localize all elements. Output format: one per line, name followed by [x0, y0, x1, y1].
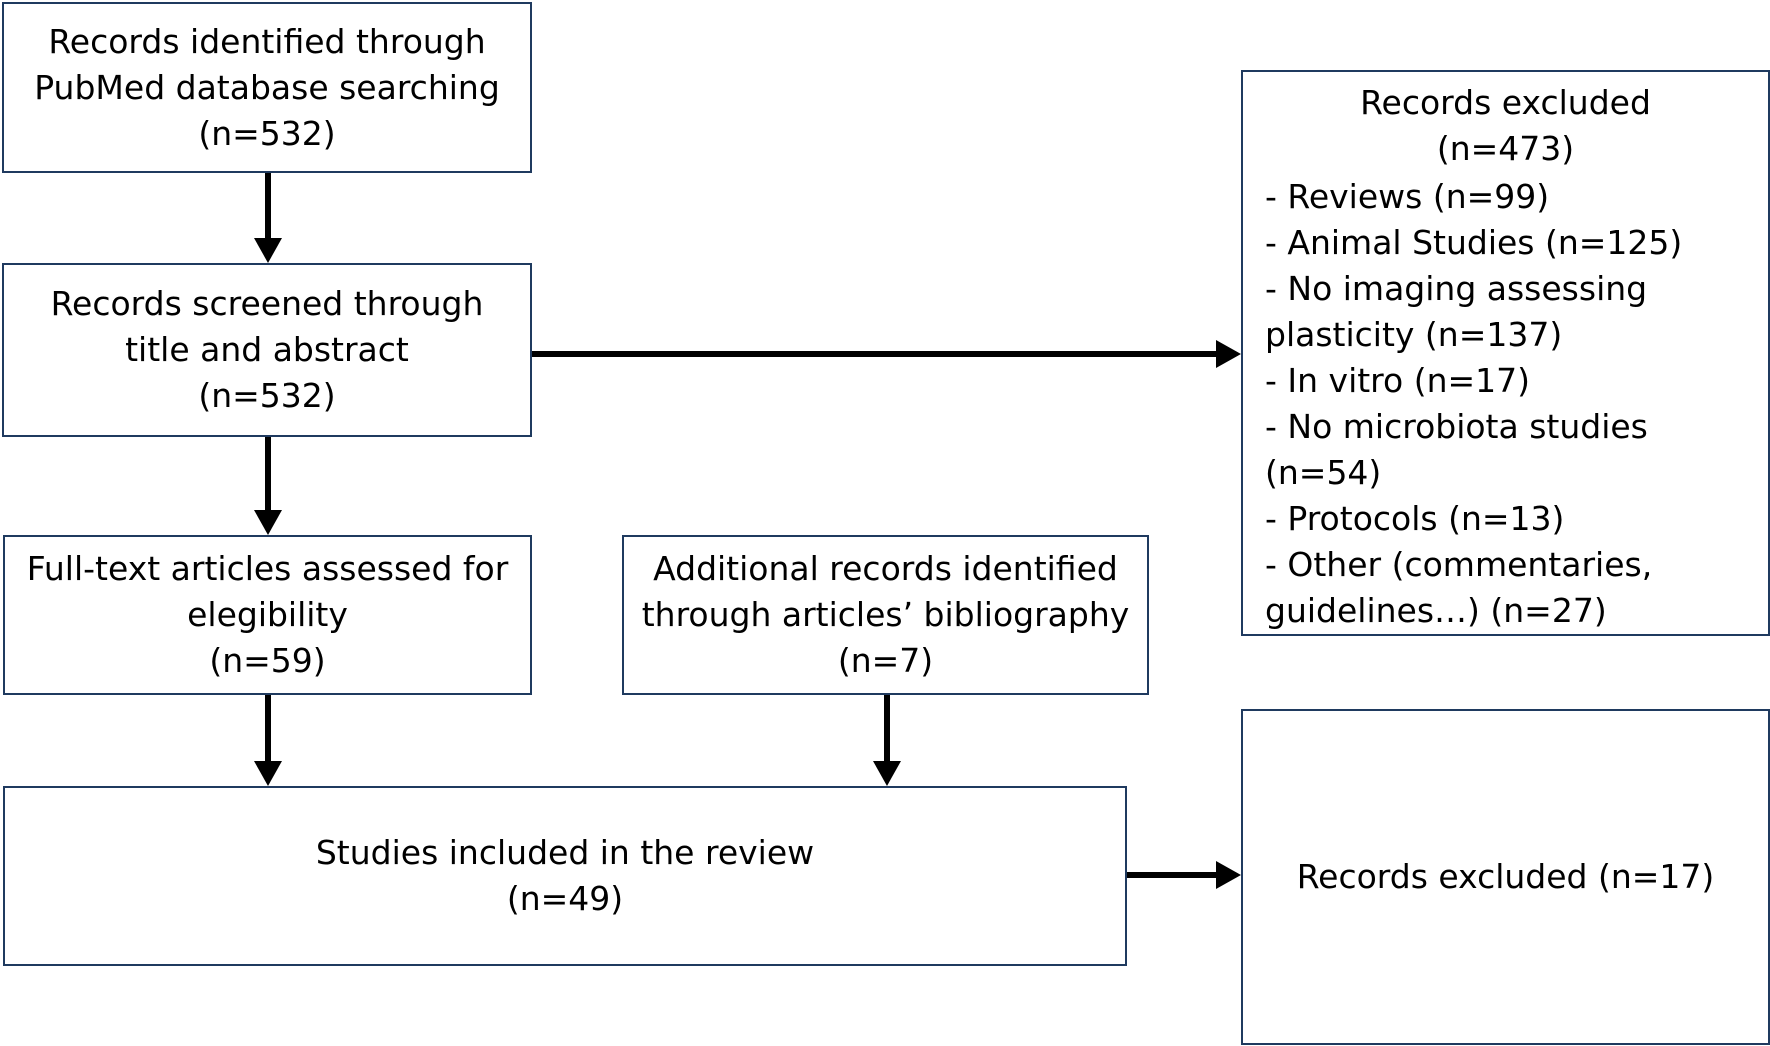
arrowhead-down — [873, 761, 901, 786]
arrowhead-right — [1216, 861, 1241, 889]
list-item: - Animal Studies (n=125) — [1265, 223, 1683, 262]
box-line: PubMed database searching — [34, 67, 500, 107]
arrowhead-right — [1216, 340, 1241, 368]
box-count: (n=7) — [837, 641, 934, 680]
box-line: Records screened through — [50, 284, 484, 323]
box-line: Records excluded (n=17) — [1296, 857, 1715, 896]
list-item: - No imaging assessing — [1265, 269, 1648, 308]
box-count: (n=59) — [209, 641, 326, 680]
box-line: Additional records identified — [653, 549, 1118, 588]
list-item: - Protocols (n=13) — [1265, 499, 1565, 538]
excluded-title: Records excluded — [1360, 83, 1651, 122]
list-item: plasticity (n=137) — [1265, 315, 1563, 354]
box-line: elegibility — [187, 595, 348, 634]
box-count: (n=532) — [198, 113, 336, 153]
records-identified-box: Records identified through PubMed databa… — [2, 2, 532, 173]
list-item: - Reviews (n=99) — [1265, 177, 1550, 216]
list-item: - Other (commentaries, — [1265, 545, 1653, 584]
records-excluded-main-box: Records excluded (n=473) - Reviews (n=99… — [1241, 70, 1770, 636]
exclusion-reasons-list: - Reviews (n=99) - Animal Studies (n=125… — [1265, 174, 1768, 634]
list-item: - In vitro (n=17) — [1265, 361, 1530, 400]
arrowhead-down — [254, 510, 282, 535]
excluded-count: (n=473) — [1436, 129, 1575, 168]
list-item: - No microbiota studies (n=54) — [1265, 407, 1648, 492]
fulltext-assessed-box: Full-text articles assessed for elegibil… — [3, 535, 532, 695]
box-line: through articles’ bibliography — [641, 595, 1130, 634]
records-screened-box: Records screened through title and abstr… — [2, 263, 532, 437]
box-line: title and abstract — [125, 330, 409, 369]
box-line: Records identified through — [48, 21, 486, 61]
box-count: (n=532) — [198, 376, 336, 415]
box-line: Full-text articles assessed for — [26, 549, 509, 588]
box-line: Studies included in the review — [315, 833, 815, 872]
list-item: guidelines…) (n=27) — [1265, 591, 1607, 630]
arrowhead-down — [254, 238, 282, 263]
records-excluded-final-box: Records excluded (n=17) — [1241, 709, 1770, 1045]
additional-records-box: Additional records identified through ar… — [622, 535, 1149, 695]
box-count: (n=49) — [506, 879, 624, 918]
arrowhead-down — [254, 761, 282, 786]
studies-included-box: Studies included in the review (n=49) — [3, 786, 1127, 966]
